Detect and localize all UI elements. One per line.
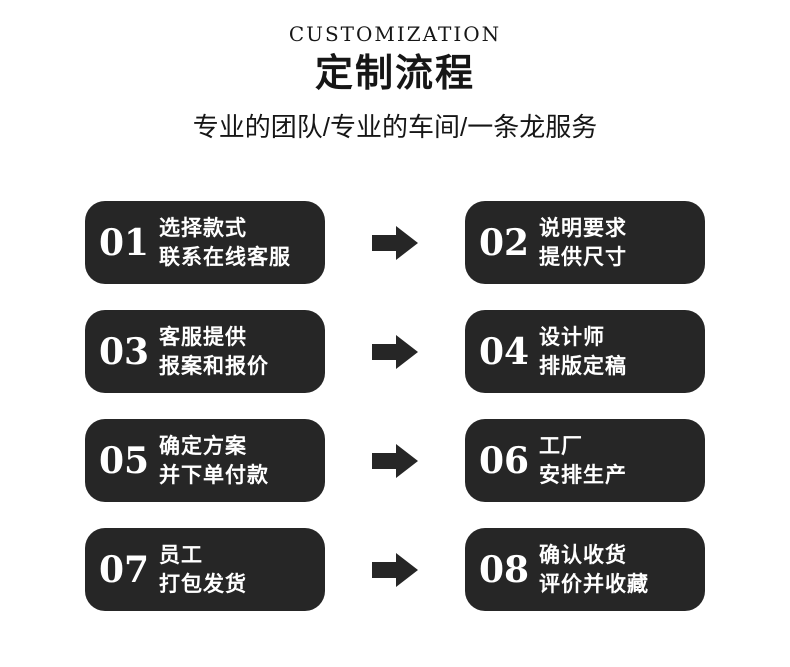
step-number: 07: [99, 548, 150, 591]
step-box-01: 01 选择款式 联系在线客服: [85, 201, 325, 284]
step-line-1: 确认收货: [539, 543, 627, 567]
steps-flow: 01 选择款式 联系在线客服 02 说明要求 提供尺寸 03: [85, 201, 705, 611]
step-text: 客服提供 报案和报价: [159, 323, 269, 381]
step-number: 05: [99, 439, 150, 482]
step-line-2: 打包发货: [159, 572, 247, 596]
step-row-4: 07 员工 打包发货 08 确认收货 评价并收藏: [85, 528, 705, 611]
right-arrow-icon: [372, 225, 418, 260]
step-number: 01: [99, 221, 150, 264]
step-line-2: 评价并收藏: [539, 572, 649, 596]
step-text: 员工 打包发货: [159, 541, 247, 599]
right-arrow-icon: [372, 552, 418, 587]
right-arrow-icon: [372, 334, 418, 369]
step-line-1: 工厂: [539, 434, 583, 458]
step-line-1: 确定方案: [159, 434, 247, 458]
step-number: 04: [479, 330, 530, 373]
step-line-1: 说明要求: [539, 216, 627, 240]
step-text: 工厂 安排生产: [539, 432, 627, 490]
step-number: 06: [479, 439, 530, 482]
eyebrow-text: CUSTOMIZATION: [288, 22, 502, 46]
step-line-2: 安排生产: [539, 463, 627, 487]
step-box-02: 02 说明要求 提供尺寸: [465, 201, 705, 284]
step-text: 设计师 排版定稿: [539, 323, 627, 381]
page-subtitle: 专业的团队/专业的车间/一条龙服务: [192, 112, 598, 142]
step-box-07: 07 员工 打包发货: [85, 528, 325, 611]
step-line-2: 报案和报价: [159, 354, 269, 378]
page-header: CUSTOMIZATION 定制流程 专业的团队/专业的车间/一条龙服务: [0, 0, 790, 144]
step-text: 选择款式 联系在线客服: [159, 214, 291, 272]
step-number: 03: [99, 330, 150, 373]
step-number: 02: [479, 221, 530, 264]
step-box-06: 06 工厂 安排生产: [465, 419, 705, 502]
step-line-1: 员工: [159, 543, 203, 567]
step-line-1: 设计师: [539, 325, 605, 349]
step-line-1: 选择款式: [159, 216, 247, 240]
step-row-1: 01 选择款式 联系在线客服 02 说明要求 提供尺寸: [85, 201, 705, 284]
step-line-1: 客服提供: [159, 325, 247, 349]
step-line-2: 并下单付款: [159, 463, 269, 487]
step-box-04: 04 设计师 排版定稿: [465, 310, 705, 393]
step-row-3: 05 确定方案 并下单付款 06 工厂 安排生产: [85, 419, 705, 502]
step-line-2: 联系在线客服: [159, 245, 291, 269]
step-line-2: 排版定稿: [539, 354, 627, 378]
step-row-2: 03 客服提供 报案和报价 04 设计师 排版定稿: [85, 310, 705, 393]
step-number: 08: [479, 548, 530, 591]
page-title: 定制流程: [314, 53, 475, 95]
step-box-05: 05 确定方案 并下单付款: [85, 419, 325, 502]
step-box-03: 03 客服提供 报案和报价: [85, 310, 325, 393]
step-box-08: 08 确认收货 评价并收藏: [465, 528, 705, 611]
step-text: 确定方案 并下单付款: [159, 432, 269, 490]
step-line-2: 提供尺寸: [539, 245, 627, 269]
step-text: 确认收货 评价并收藏: [539, 541, 649, 599]
step-text: 说明要求 提供尺寸: [539, 214, 627, 272]
right-arrow-icon: [372, 443, 418, 478]
